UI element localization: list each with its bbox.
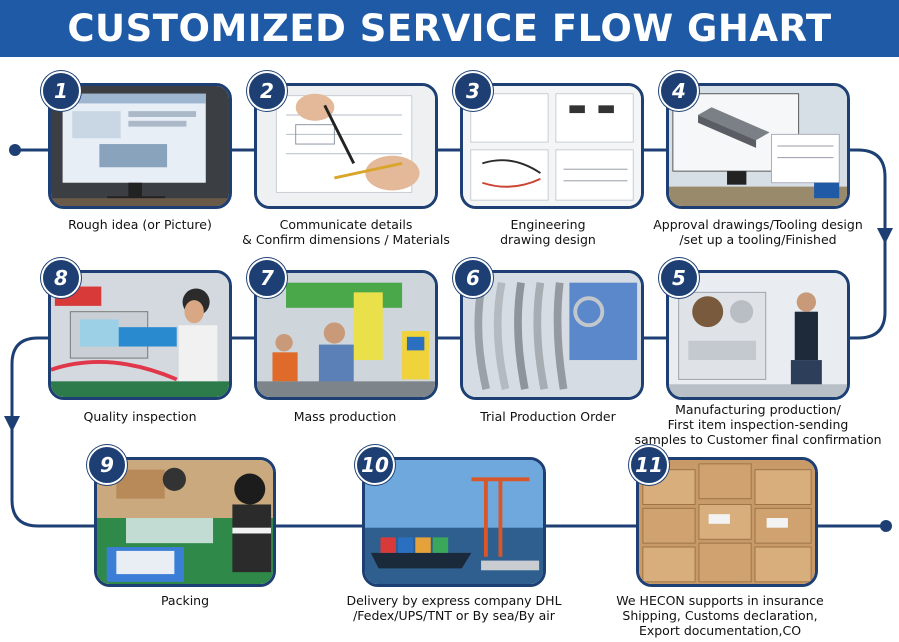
packing-image bbox=[97, 460, 273, 584]
engineering-drawing-image bbox=[463, 86, 641, 206]
step-7-badge: 7 bbox=[247, 258, 287, 298]
step-6-photo bbox=[460, 270, 644, 400]
title-banner: CUSTOMIZED SERVICE FLOW GHART bbox=[0, 0, 899, 57]
step-8-badge: 8 bbox=[41, 258, 81, 298]
step-2-photo bbox=[254, 83, 438, 209]
step-8-caption: Quality inspection bbox=[83, 409, 197, 424]
page-title: CUSTOMIZED SERVICE FLOW GHART bbox=[67, 7, 832, 50]
end-dot bbox=[880, 520, 892, 532]
step-4-caption: Approval drawings/Tooling design /set up… bbox=[653, 217, 863, 247]
mass-production-image bbox=[257, 273, 435, 397]
step-5-badge: 5 bbox=[659, 258, 699, 298]
step-1-photo bbox=[48, 83, 232, 209]
flow-path bbox=[10, 148, 887, 528]
approval-drawing-image bbox=[669, 86, 847, 206]
step-10-photo bbox=[362, 457, 546, 587]
step-9-photo bbox=[94, 457, 276, 587]
manufacturing-image bbox=[669, 273, 847, 397]
arrow-down-right-icon bbox=[877, 228, 893, 244]
arrow-down-left-icon bbox=[4, 416, 20, 432]
step-9-badge: 9 bbox=[87, 445, 127, 485]
drawing-hands-image bbox=[257, 86, 435, 206]
cartons-image bbox=[639, 460, 815, 584]
step-1-badge: 1 bbox=[41, 71, 81, 111]
step-3-badge: 3 bbox=[453, 71, 493, 111]
step-3-photo bbox=[460, 83, 644, 209]
step-1-caption: Rough idea (or Picture) bbox=[68, 217, 212, 232]
step-2-badge: 2 bbox=[247, 71, 287, 111]
step-4-badge: 4 bbox=[659, 71, 699, 111]
step-7-caption: Mass production bbox=[293, 409, 397, 424]
step-7-photo bbox=[254, 270, 438, 400]
step-4-photo bbox=[666, 83, 850, 209]
shipping-port-image bbox=[365, 460, 543, 584]
quality-inspection-image bbox=[51, 273, 229, 397]
step-5-caption: Manufacturing production/ First item ins… bbox=[634, 402, 882, 447]
step-2-caption: Communicate details & Confirm dimensions… bbox=[242, 217, 450, 247]
step-11-badge: 11 bbox=[629, 445, 669, 485]
step-10-caption: Delivery by express company DHL /Fedex/U… bbox=[346, 593, 562, 623]
step-11-photo bbox=[636, 457, 818, 587]
step-11-caption: We HECON supports in insurance Shipping,… bbox=[616, 593, 824, 638]
step-5-photo bbox=[666, 270, 850, 400]
cable-bundles-image bbox=[463, 273, 641, 397]
monitor-image bbox=[51, 86, 229, 206]
step-6-caption: Trial Production Order bbox=[480, 409, 616, 424]
step-3-caption: Engineering drawing design bbox=[500, 217, 596, 247]
step-8-photo bbox=[48, 270, 232, 400]
step-10-badge: 10 bbox=[355, 445, 395, 485]
step-6-badge: 6 bbox=[453, 258, 493, 298]
step-9-caption: Packing bbox=[160, 593, 210, 608]
